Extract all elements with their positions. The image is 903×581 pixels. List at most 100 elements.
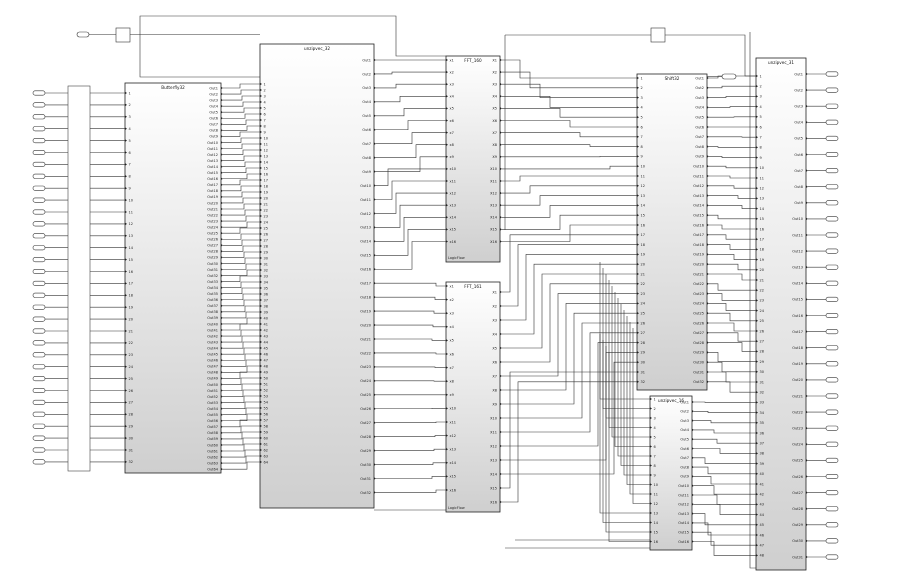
input-port-arrow — [446, 393, 448, 397]
input-port-label: 38 — [264, 304, 268, 308]
input-port-label: 35 — [760, 421, 764, 425]
output-port-arrow — [221, 310, 223, 314]
input-port-arrow — [637, 96, 639, 99]
input-port-arrow — [637, 194, 639, 197]
input-port-arrow — [125, 175, 127, 178]
output-port-label: Out28 — [360, 435, 371, 439]
wire — [709, 332, 756, 342]
input-port-arrow — [260, 202, 262, 206]
input-port-label: 29 — [129, 425, 133, 429]
input-port-label: 44 — [264, 340, 269, 344]
output-port-arrow — [500, 203, 502, 207]
block-title: unzipvec_32 — [304, 46, 330, 51]
wire — [223, 239, 260, 246]
inport-oval — [32, 150, 46, 156]
input-port-label: 45 — [760, 523, 764, 527]
wire — [502, 332, 637, 433]
input-port-arrow — [756, 370, 758, 374]
output-port-arrow — [806, 507, 808, 510]
inport-oval — [32, 328, 46, 334]
output-port-arrow — [707, 223, 709, 227]
outport-oval — [825, 135, 839, 141]
output-port-label: Out10 — [792, 217, 803, 221]
input-port-label: 31 — [129, 448, 133, 452]
output-port-label: X5 — [492, 107, 497, 111]
output-port-arrow — [374, 198, 376, 201]
input-port-label: 14 — [264, 160, 269, 164]
input-port-label: 41 — [264, 322, 268, 326]
wire — [223, 263, 260, 270]
input-port-label: x2 — [450, 70, 454, 74]
input-port-arrow — [446, 339, 448, 342]
input-port-label: 5 — [641, 116, 643, 120]
output-port-arrow — [806, 459, 808, 462]
wire — [502, 120, 637, 128]
input-port-label: 22 — [129, 341, 133, 345]
output-port-label: Out31 — [360, 477, 371, 481]
wire — [376, 132, 446, 144]
output-port-label: Out10 — [207, 141, 218, 145]
output-port-arrow — [374, 337, 376, 341]
inport-oval — [32, 376, 46, 382]
wire — [502, 293, 637, 377]
input-port-label: 42 — [264, 328, 268, 332]
input-port-arrow — [446, 58, 448, 62]
wire — [599, 334, 650, 514]
output-port-label: Out16 — [207, 177, 218, 181]
output-port-arrow — [374, 477, 376, 480]
output-port-arrow — [374, 421, 376, 424]
wire — [139, 34, 260, 78]
wire — [502, 263, 637, 335]
input-port-label: x13 — [450, 448, 457, 452]
outport-oval — [825, 345, 839, 351]
input-port-label: 18 — [264, 184, 268, 188]
output-port-label: Out2 — [362, 72, 371, 76]
output-port-arrow — [500, 216, 502, 219]
wire — [502, 108, 637, 118]
input-port-arrow — [260, 232, 262, 236]
wire — [223, 269, 260, 276]
input-port-arrow — [260, 226, 262, 230]
input-port-arrow — [260, 448, 262, 452]
output-port-arrow — [707, 331, 709, 335]
output-port-label: Out43 — [207, 340, 218, 344]
wire-layer — [45, 15, 826, 569]
wire — [223, 137, 260, 143]
output-port-arrow — [221, 207, 223, 211]
output-port-label: Out21 — [360, 337, 371, 341]
output-port-label: Out7 — [794, 169, 803, 173]
outport-oval — [825, 248, 839, 254]
input-port-label: 3 — [760, 95, 762, 99]
output-port-arrow — [221, 129, 223, 132]
block-extra-label: LogicFlow — [448, 256, 465, 260]
input-port-label: 16 — [129, 270, 133, 274]
input-port-label: 5 — [129, 139, 131, 143]
output-port-arrow — [806, 88, 808, 92]
output-port-label: Out23 — [207, 219, 218, 223]
wire — [617, 298, 650, 457]
wire — [502, 352, 637, 461]
output-port-label: Out4 — [209, 104, 218, 108]
input-port-arrow — [260, 112, 262, 116]
wire — [223, 431, 260, 440]
output-port-arrow — [692, 530, 694, 534]
input-port-label: 4 — [760, 105, 763, 109]
output-port-arrow — [692, 410, 694, 413]
input-port-label: 53 — [264, 394, 268, 398]
input-port-label: 25 — [264, 226, 268, 230]
output-port-arrow — [707, 272, 709, 276]
input-port-arrow — [446, 143, 448, 146]
output-port-arrow — [500, 82, 502, 86]
output-port-arrow — [806, 475, 808, 478]
output-port-arrow — [707, 351, 709, 354]
output-port-label: Out30 — [792, 539, 803, 543]
output-port-arrow — [374, 142, 376, 145]
output-port-arrow — [221, 407, 223, 410]
input-port-arrow — [260, 220, 262, 224]
output-port-label: X6 — [492, 119, 497, 123]
output-port-arrow — [692, 512, 694, 515]
output-port-label: Out49 — [207, 377, 218, 381]
input-port-arrow — [446, 70, 448, 74]
input-port-label: 9 — [264, 130, 266, 134]
input-port-arrow — [637, 76, 639, 80]
